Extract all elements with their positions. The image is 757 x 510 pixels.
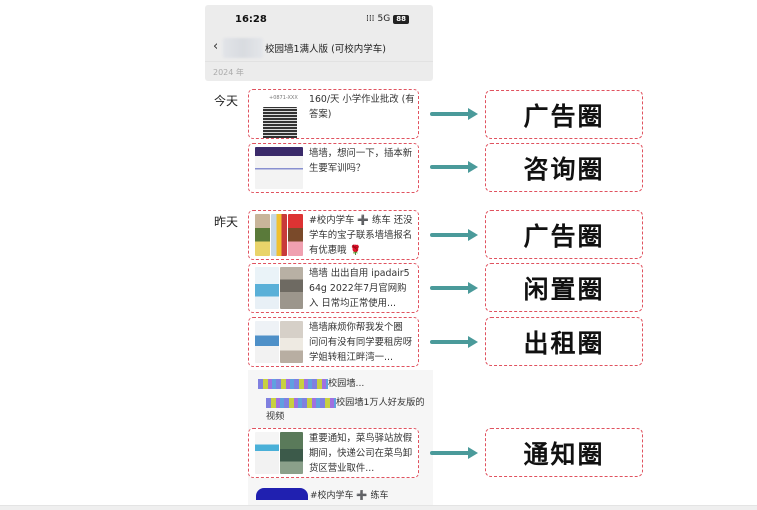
post-text: 墙墙麻烦你帮我发个圈 问问有没有同学要租房呀 学姐转租江畔湾一... xyxy=(309,322,413,363)
photo-image xyxy=(279,321,303,363)
post-text: 160/天 小学作业批改 (有答案) xyxy=(309,94,415,120)
category-label: 通知圈 xyxy=(485,428,643,477)
arrow-right-icon xyxy=(430,336,480,348)
blurred-username xyxy=(258,378,328,389)
avatar[interactable] xyxy=(223,38,263,58)
post-text: 重要通知，菜鸟驿站放假期间，快递公司在菜鸟卸货区营业取件... xyxy=(309,433,413,474)
network-type: 5G xyxy=(377,14,391,24)
post-thumbnail xyxy=(255,432,303,474)
shared-video-card[interactable]: 校园墙1万人好友版的视频 xyxy=(266,396,426,424)
post-item[interactable]: 墙墙 出出自用 ipadair5 64g 2022年7月官网购入 日常均正常使用… xyxy=(248,263,419,313)
photo-image xyxy=(255,432,279,474)
post-text: 墙墙，想问一下，插本新生要军训吗？ xyxy=(309,148,413,174)
photo-image xyxy=(255,214,271,256)
year-label: 2024 年 xyxy=(213,68,244,77)
nav-bar: ‹ 校园墙1满人版 (可校内学车) xyxy=(205,35,433,61)
category-label: 闲置圈 xyxy=(485,263,643,312)
status-indicators: ⁞⁞⁞ 5G 88 xyxy=(366,14,409,24)
chevron-left-icon[interactable]: ‹ xyxy=(213,39,219,54)
post-text: 墙墙 出出自用 ipadair5 64g 2022年7月官网购入 日常均正常使用… xyxy=(309,268,410,309)
post-text: #校内学车 ➕ 练车 还没学车的宝子联系墙墙报名有优惠哦 🌹 xyxy=(309,215,413,256)
post-thumbnail: +0871-XXX xyxy=(255,93,303,138)
year-divider: 2024 年 xyxy=(205,61,433,81)
post-item[interactable]: +0871-XXX 160/天 小学作业批改 (有答案) xyxy=(248,89,419,139)
post-thumbnail xyxy=(255,214,303,256)
post-item[interactable]: 重要通知，菜鸟驿站放假期间，快递公司在菜鸟卸货区营业取件... xyxy=(248,428,419,478)
photo-image xyxy=(279,432,303,474)
day-label-today: 今天 xyxy=(214,94,239,108)
blurred-username xyxy=(266,397,336,408)
post-item-partial[interactable]: #校内学车 ➕ 练车 xyxy=(256,488,389,501)
photo-image xyxy=(271,214,287,256)
category-label: 广告圈 xyxy=(485,210,643,259)
arrow-right-icon xyxy=(430,229,480,241)
shared-post-header[interactable]: 校园墙... xyxy=(258,377,364,391)
photo-image xyxy=(255,267,279,309)
category-label: 出租圈 xyxy=(485,317,643,366)
post-thumbnail xyxy=(255,147,303,189)
post-text: #校内学车 ➕ 练车 xyxy=(310,490,389,501)
battery-icon: 88 xyxy=(393,14,409,24)
screenshot-image xyxy=(255,147,303,189)
category-label: 广告圈 xyxy=(485,90,643,139)
arrow-right-icon xyxy=(430,161,480,173)
post-item[interactable]: #校内学车 ➕ 练车 还没学车的宝子联系墙墙报名有优惠哦 🌹 xyxy=(248,210,419,260)
post-thumbnail xyxy=(255,321,303,363)
photo-image xyxy=(287,214,303,256)
qr-code-image xyxy=(263,107,297,138)
shared-video-title: 校园墙1万人好友版的视频 xyxy=(266,397,425,422)
arrow-right-icon xyxy=(430,282,480,294)
post-thumbnail xyxy=(255,267,303,309)
signal-icon: ⁞⁞⁞ xyxy=(365,14,375,24)
qr-caption: +0871-XXX xyxy=(269,95,298,101)
category-label: 咨询圈 xyxy=(485,143,643,192)
post-item[interactable]: 墙墙麻烦你帮我发个圈 问问有没有同学要租房呀 学姐转租江畔湾一... xyxy=(248,317,419,367)
post-item[interactable]: 墙墙，想问一下，插本新生要军训吗？ xyxy=(248,143,419,193)
shared-post-title: 校园墙... xyxy=(328,378,365,389)
page-title: 校园墙1满人版 (可校内学车) xyxy=(265,44,386,55)
photo-image xyxy=(256,488,308,500)
photo-image xyxy=(255,321,279,363)
bottom-divider xyxy=(0,505,757,510)
arrow-right-icon xyxy=(430,447,480,459)
photo-image xyxy=(279,267,303,309)
status-time: 16:28 xyxy=(235,14,267,25)
day-label-yesterday: 昨天 xyxy=(214,215,239,229)
phone-header: 16:28 ⁞⁞⁞ 5G 88 ‹ 校园墙1满人版 (可校内学车) 2024 年 xyxy=(205,5,433,81)
arrow-right-icon xyxy=(430,108,480,120)
